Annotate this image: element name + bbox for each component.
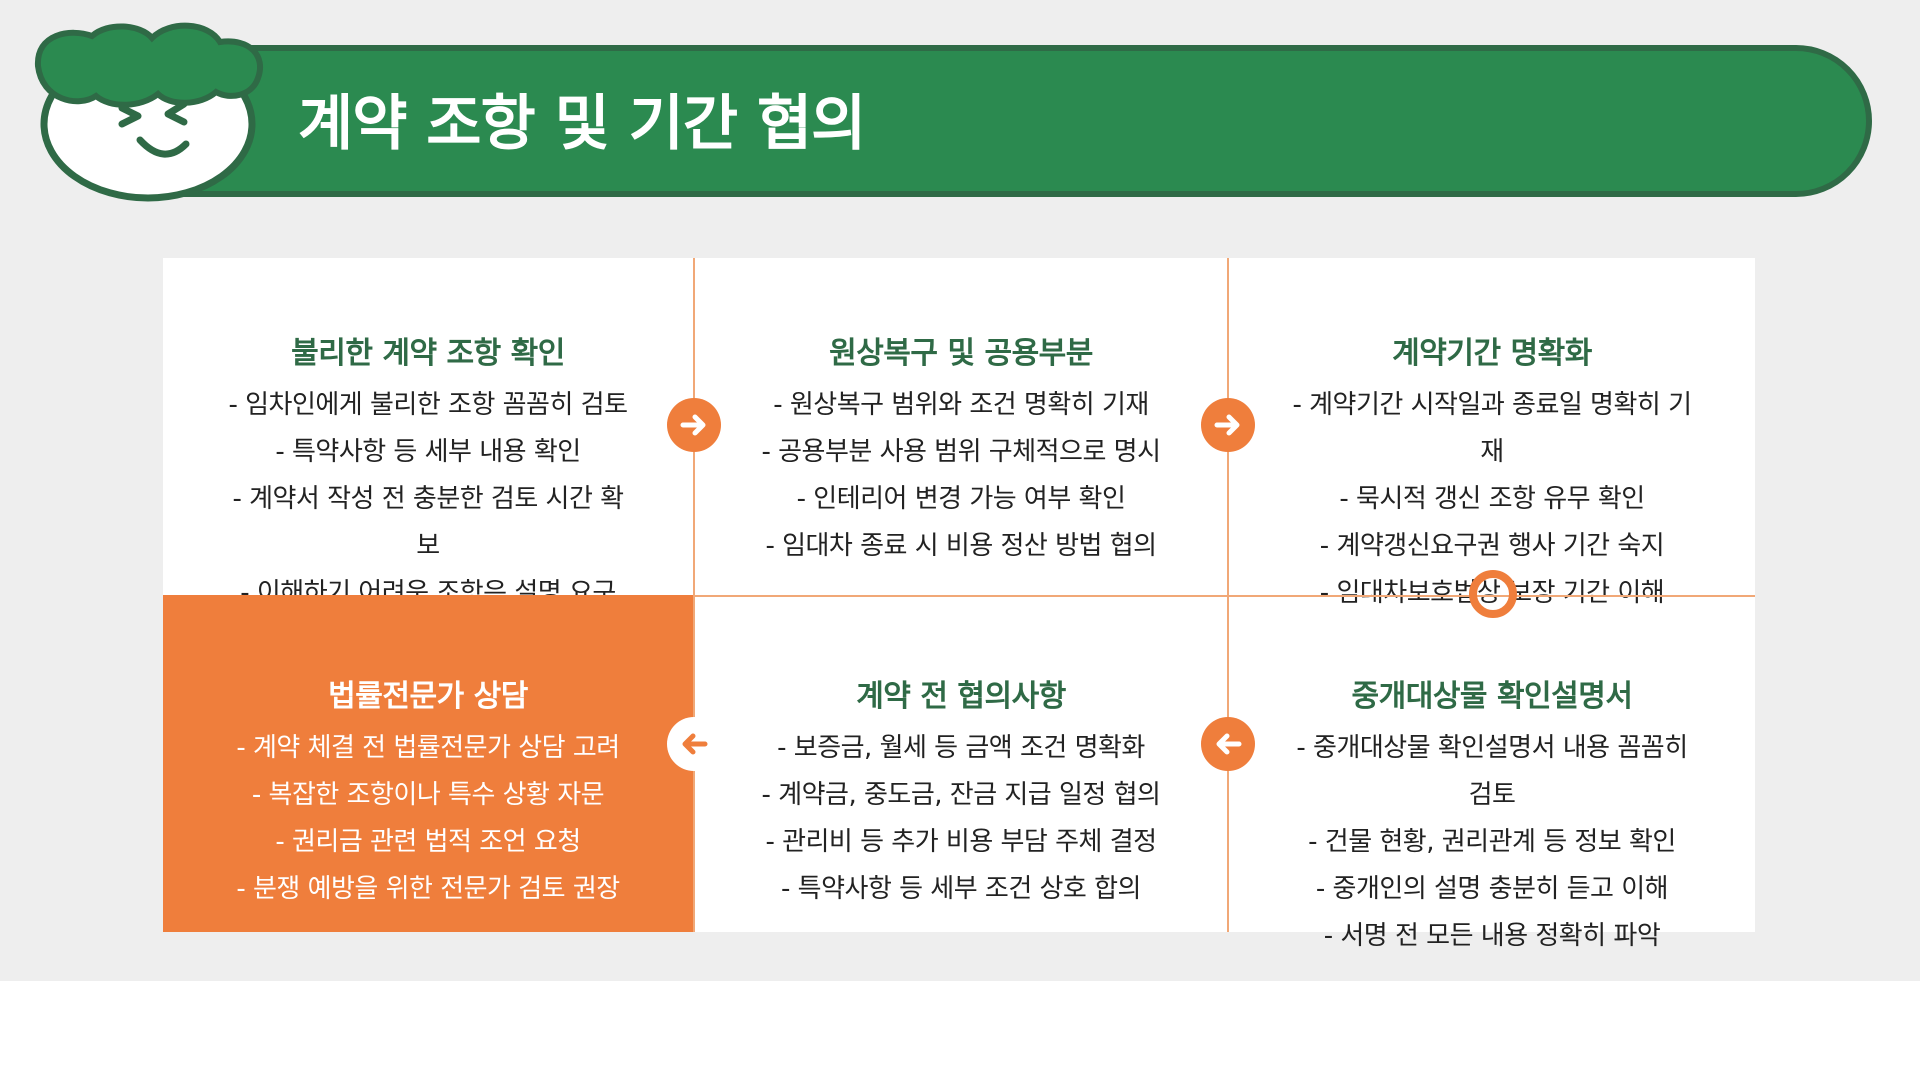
- flow-grid: 불리한 계약 조항 확인 - 임차인에게 불리한 조항 꼼꼼히 검토 - 특약사…: [163, 258, 1755, 951]
- list-item: - 권리금 관련 법적 조언 요청: [275, 827, 581, 857]
- list-item: - 서명 전 모든 내용 정확히 파악: [1323, 921, 1661, 951]
- arrow-right-icon: [1201, 398, 1255, 452]
- list-item: - 특약사항 등 세부 조건 상호 합의: [781, 874, 1141, 904]
- list-item: - 임차인에게 불리한 조항 꼼꼼히 검토: [228, 390, 628, 420]
- list-item: 보: [416, 531, 440, 561]
- list-item: - 계약서 작성 전 충분한 검토 시간 확: [232, 484, 624, 514]
- list-item: - 인테리어 변경 가능 여부 확인: [796, 484, 1126, 514]
- list-item: 검토: [1468, 780, 1516, 810]
- list-item: - 임대차 종료 시 비용 정산 방법 협의: [765, 531, 1157, 561]
- list-item: - 보증금, 월세 등 금액 조건 명확화: [777, 733, 1145, 763]
- list-item: - 계약 체결 전 법률전문가 상담 고려: [236, 733, 620, 763]
- list-item: 재: [1480, 437, 1504, 467]
- card-brokerage-confirmation: 중개대상물 확인설명서 - 중개대상물 확인설명서 내용 꼼꼼히 검토 - 건물…: [1229, 597, 1755, 951]
- card-title: 계약 전 협의사항: [856, 679, 1066, 714]
- list-item: - 중개대상물 확인설명서 내용 꼼꼼히: [1296, 733, 1688, 763]
- page-title: 계약 조항 및 기간 협의: [298, 89, 866, 159]
- card-items: - 임차인에게 불리한 조항 꼼꼼히 검토 - 특약사항 등 세부 내용 확인 …: [183, 382, 673, 617]
- list-item: - 건물 현황, 권리관계 등 정보 확인: [1308, 827, 1676, 857]
- arrow-left-icon: [1201, 717, 1255, 771]
- card-title: 원상복구 및 공용부분: [829, 336, 1093, 371]
- list-item: - 원상복구 범위와 조건 명확히 기재: [773, 390, 1149, 420]
- list-item: - 공용부분 사용 범위 구체적으로 명시: [761, 437, 1161, 467]
- card-items: - 원상복구 범위와 조건 명확히 기재 - 공용부분 사용 범위 구체적으로 …: [715, 382, 1207, 570]
- card-restoration-common-area: 원상복구 및 공용부분 - 원상복구 범위와 조건 명확히 기재 - 공용부분 …: [695, 258, 1227, 595]
- card-title: 중개대상물 확인설명서: [1351, 679, 1633, 714]
- card-title: 불리한 계약 조항 확인: [291, 336, 565, 371]
- list-item: - 특약사항 등 세부 내용 확인: [275, 437, 581, 467]
- list-item: - 묵시적 갱신 조항 유무 확인: [1339, 484, 1645, 514]
- arrow-down-icon: [1469, 570, 1517, 618]
- card-unfavorable-clauses: 불리한 계약 조항 확인 - 임차인에게 불리한 조항 꼼꼼히 검토 - 특약사…: [163, 258, 693, 608]
- card-legal-consultation: 법률전문가 상담 - 계약 체결 전 법률전문가 상담 고려 - 복잡한 조항이…: [163, 595, 693, 932]
- divider: [693, 595, 1755, 597]
- title-banner: [60, 45, 1872, 197]
- card-pre-contract-negotiation: 계약 전 협의사항 - 보증금, 월세 등 금액 조건 명확화 - 계약금, 중…: [695, 597, 1227, 932]
- card-contract-period: 계약기간 명확화 - 계약기간 시작일과 종료일 명확히 기 재 - 묵시적 갱…: [1229, 258, 1755, 608]
- card-title: 계약기간 명확화: [1392, 336, 1592, 371]
- card-items: - 계약기간 시작일과 종료일 명확히 기 재 - 묵시적 갱신 조항 유무 확…: [1249, 382, 1735, 617]
- list-item: - 중개인의 설명 충분히 듣고 이해: [1315, 874, 1669, 904]
- card-items: - 중개대상물 확인설명서 내용 꼼꼼히 검토 - 건물 현황, 권리관계 등 …: [1249, 725, 1735, 960]
- arrow-right-icon: [667, 398, 721, 452]
- smiling-face-icon: [34, 22, 263, 202]
- list-item: - 복잡한 조항이나 특수 상황 자문: [251, 780, 605, 810]
- list-item: - 계약갱신요구권 행사 기간 숙지: [1319, 531, 1665, 561]
- card-items: - 계약 체결 전 법률전문가 상담 고려 - 복잡한 조항이나 특수 상황 자…: [183, 725, 673, 913]
- list-item: - 분쟁 예방을 위한 전문가 검토 권장: [236, 874, 620, 904]
- list-item: - 관리비 등 추가 비용 부담 주체 결정: [765, 827, 1157, 857]
- list-item: - 계약금, 중도금, 잔금 지급 일정 협의: [761, 780, 1161, 810]
- list-item: - 계약기간 시작일과 종료일 명확히 기: [1292, 390, 1692, 420]
- card-title: 법률전문가 상담: [328, 679, 528, 714]
- arrow-left-icon: [667, 717, 721, 771]
- card-items: - 보증금, 월세 등 금액 조건 명확화 - 계약금, 중도금, 잔금 지급 …: [715, 725, 1207, 913]
